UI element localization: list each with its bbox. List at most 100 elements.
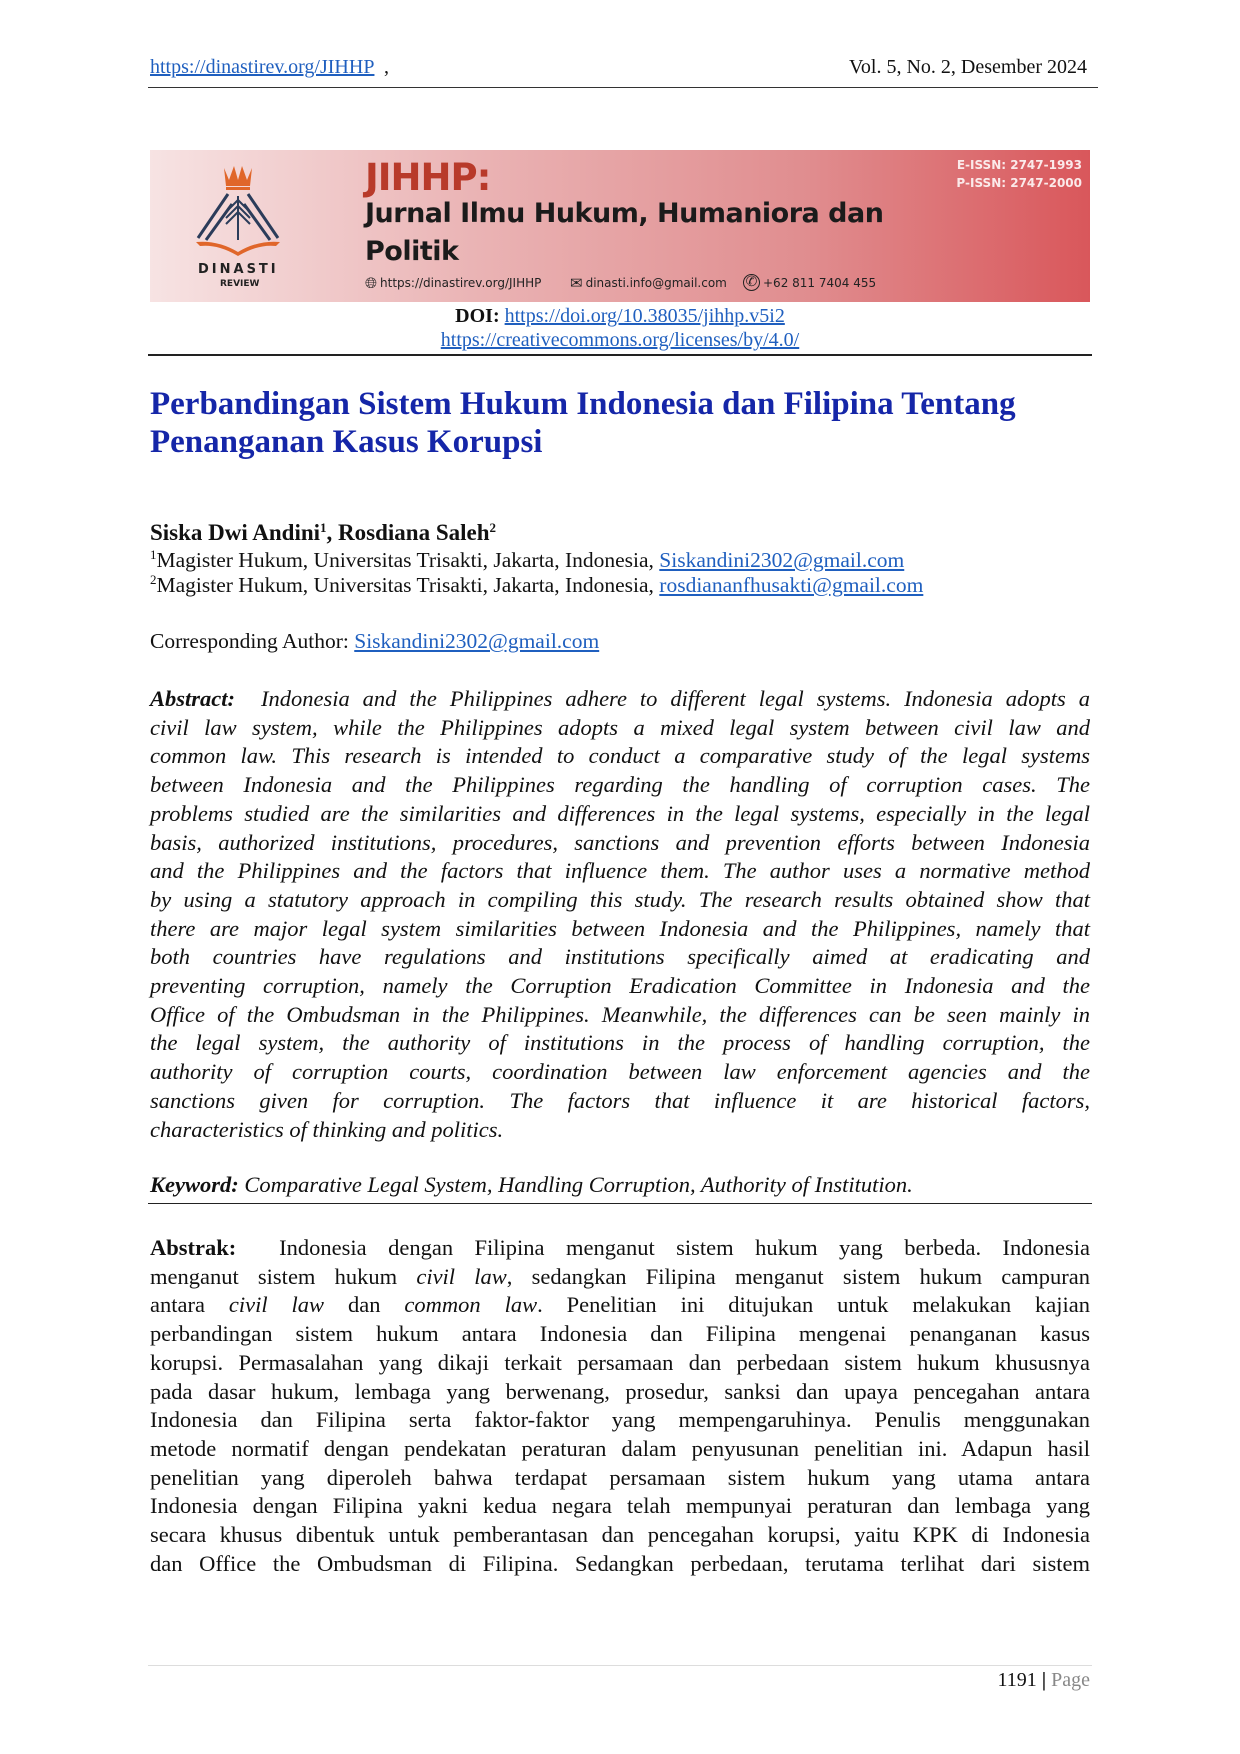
keywords: Keyword: Comparative Legal System, Handl…: [150, 1172, 1090, 1198]
banner-email: ✉ dinasti.info@gmail.com: [570, 274, 727, 292]
affiliation-text: Magister Hukum, Universitas Trisakti, Ja…: [156, 548, 660, 572]
text-segment: both countries have regulations and inst…: [150, 944, 1090, 970]
phone-icon: ✆: [743, 274, 760, 291]
text-line: between Indonesia and the Philippines re…: [150, 771, 1090, 800]
text-line: Indonesia dan Filipina serta faktor-fakt…: [150, 1406, 1090, 1435]
author-sup: 1: [320, 520, 327, 535]
abstract-paragraph: Abstract: Indonesia and the Philippines …: [150, 685, 1090, 1144]
author-email-link[interactable]: Siskandini2302@gmail.com: [659, 548, 905, 572]
header-divider: [148, 87, 1098, 88]
text-segment: there are major legal system similaritie…: [150, 915, 1090, 941]
text-segment: preventing corruption, namely the Corrup…: [150, 973, 1090, 999]
text-line: basis, authorized institutions, procedur…: [150, 829, 1090, 858]
title-line: Penanganan Kasus Korupsi: [150, 424, 543, 460]
text-segment: authority of corruption courts, coordina…: [150, 1059, 1090, 1085]
text-line: metode normatif dengan pendekatan peratu…: [150, 1435, 1090, 1464]
page-footer: 1191 | Page: [997, 1669, 1090, 1692]
text-line: korupsi. Permasalahan yang dikaji terkai…: [150, 1349, 1090, 1378]
doi-line: DOI: https://doi.org/10.38035/jihhp.v5i2: [150, 305, 1090, 328]
banner-phone-text: +62 811 7404 455: [763, 275, 877, 290]
eissn: E-ISSN: 2747-1993: [956, 158, 1082, 172]
text-line: both countries have regulations and inst…: [150, 943, 1090, 972]
text-segment: secara khusus dibentuk untuk pemberantas…: [150, 1522, 1090, 1548]
text-line: there are major legal system similaritie…: [150, 915, 1090, 944]
text-line: sanctions given for corruption. The fact…: [150, 1087, 1090, 1116]
footer-divider: [148, 1665, 1092, 1666]
text-line: Abstract: Indonesia and the Philippines …: [150, 685, 1090, 714]
affiliation-text: Magister Hukum, Universitas Trisakti, Ja…: [156, 573, 660, 597]
text-segment: problems studied are the similarities an…: [150, 800, 1090, 826]
page-sep: |: [1036, 1669, 1052, 1691]
journal-acronym: JIHHP:: [365, 156, 491, 199]
affiliation-sup: 1: [150, 547, 157, 562]
keyword-divider: [148, 1203, 1092, 1204]
author-sep: ,: [326, 520, 339, 545]
text-line: antara civil law dan common law. Penelit…: [150, 1291, 1090, 1320]
abstrak-label: Abstrak:: [150, 1235, 237, 1260]
text-segment: perbandingan sistem hukum antara Indones…: [150, 1321, 1090, 1347]
corresponding-email-link[interactable]: Siskandini2302@gmail.com: [354, 629, 600, 653]
text-line: pada dasar hukum, lembaga yang berwenang…: [150, 1378, 1090, 1407]
corresponding-author: Corresponding Author: Siskandini2302@gma…: [150, 629, 1090, 654]
author-email-link[interactable]: rosdiananfhusakti@gmail.com: [659, 573, 924, 597]
text-line: authority of corruption courts, coordina…: [150, 1058, 1090, 1087]
text-line: and the Philippines and the factors that…: [150, 857, 1090, 886]
license-line: https://creativecommons.org/licenses/by/…: [150, 329, 1090, 352]
text-segment: civil law system, while the Philippines …: [150, 714, 1090, 740]
text-segment: antara: [150, 1292, 229, 1318]
text-line: Indonesia dengan Filipina yakni kedua ne…: [150, 1492, 1090, 1521]
doi-link[interactable]: https://doi.org/10.38035/jihhp.v5i2: [504, 305, 785, 327]
text-line: common law. This research is intended to…: [150, 742, 1090, 771]
author-name: Siska Dwi Andini: [150, 520, 321, 545]
text-segment: Indonesia dan Filipina serta faktor-fakt…: [150, 1407, 1090, 1433]
text-segment: , sedangkan Filipina menganut sistem huk…: [506, 1263, 1090, 1289]
abstrak-paragraph: Abstrak: Indonesia dengan Filipina menga…: [150, 1234, 1090, 1578]
journal-banner: DINASTI REVIEW JIHHP: Jurnal Ilmu Hukum,…: [150, 150, 1090, 302]
banner-email-text: dinasti.info@gmail.com: [585, 276, 727, 290]
pissn: P-ISSN: 2747-2000: [956, 176, 1082, 190]
license-link[interactable]: https://creativecommons.org/licenses/by/…: [440, 329, 800, 351]
dinasti-logo-icon: [196, 166, 280, 256]
paper-title: Perbandingan Sistem Hukum Indonesia dan …: [150, 385, 1090, 461]
text-segment: dan: [324, 1292, 405, 1318]
affiliation: 2Magister Hukum, Universitas Trisakti, J…: [150, 573, 1090, 598]
text-segment: . Penelitian ini ditujukan untuk melakuk…: [537, 1292, 1090, 1318]
text-segment: Indonesia dengan Filipina yakni kedua ne…: [150, 1493, 1090, 1519]
page-label: Page: [1051, 1669, 1090, 1691]
text-line: civil law system, while the Philippines …: [150, 714, 1090, 743]
text-segment: Indonesia dengan Filipina menganut siste…: [279, 1235, 1091, 1260]
text-segment: civil law: [416, 1263, 507, 1289]
affiliation-sup: 2: [150, 572, 157, 587]
text-segment: between Indonesia and the Philippines re…: [150, 772, 1090, 798]
text-line: penelitian yang diperoleh bahwa terdapat…: [150, 1464, 1090, 1493]
text-segment: common law. This research is intended to…: [150, 743, 1090, 769]
text-segment: Indonesia and the Philippines adhere to …: [260, 686, 1090, 711]
text-line: characteristics of thinking and politics…: [150, 1116, 1090, 1145]
corresponding-label: Corresponding Author:: [150, 629, 355, 653]
text-segment: common law: [404, 1292, 538, 1318]
logo-subtext: REVIEW: [220, 279, 260, 289]
text-line: perbandingan sistem hukum antara Indones…: [150, 1320, 1090, 1349]
text-line: Office of the Ombudsman in the Philippin…: [150, 1001, 1090, 1030]
text-line: dan Office the Ombudsman di Filipina. Se…: [150, 1550, 1090, 1579]
text-segment: and the Philippines and the factors that…: [150, 858, 1090, 884]
volume-info: Vol. 5, No. 2, Desember 2024: [849, 56, 1087, 78]
text-line: menganut sistem hukum civil law, sedangk…: [150, 1263, 1090, 1292]
page-number: 1191: [997, 1669, 1037, 1691]
text-segment: the legal system, the authority of insti…: [150, 1030, 1090, 1056]
text-segment: basis, authorized institutions, procedur…: [150, 829, 1090, 855]
banner-divider: [148, 354, 1092, 356]
text-line: by using a statutory approach in compili…: [150, 886, 1090, 915]
banner-phone: ✆ +62 811 7404 455: [743, 274, 876, 291]
title-line: Perbandingan Sistem Hukum Indonesia dan …: [150, 386, 1016, 422]
text-segment: metode normatif dengan pendekatan peratu…: [150, 1435, 1090, 1461]
text-segment: korupsi. Permasalahan yang dikaji terkai…: [150, 1349, 1090, 1375]
header-comma: ,: [384, 56, 389, 78]
envelope-icon: ✉: [570, 274, 583, 292]
journal-url-link[interactable]: https://dinastirev.org/JIHHP: [150, 56, 375, 78]
text-line: preventing corruption, namely the Corrup…: [150, 972, 1090, 1001]
journal-name-line1: Jurnal Ilmu Hukum, Humaniora dan: [365, 198, 884, 229]
text-segment: characteristics of thinking and politics…: [150, 1116, 504, 1142]
text-segment: civil law: [228, 1292, 325, 1318]
logo-text: DINASTI: [198, 262, 279, 277]
